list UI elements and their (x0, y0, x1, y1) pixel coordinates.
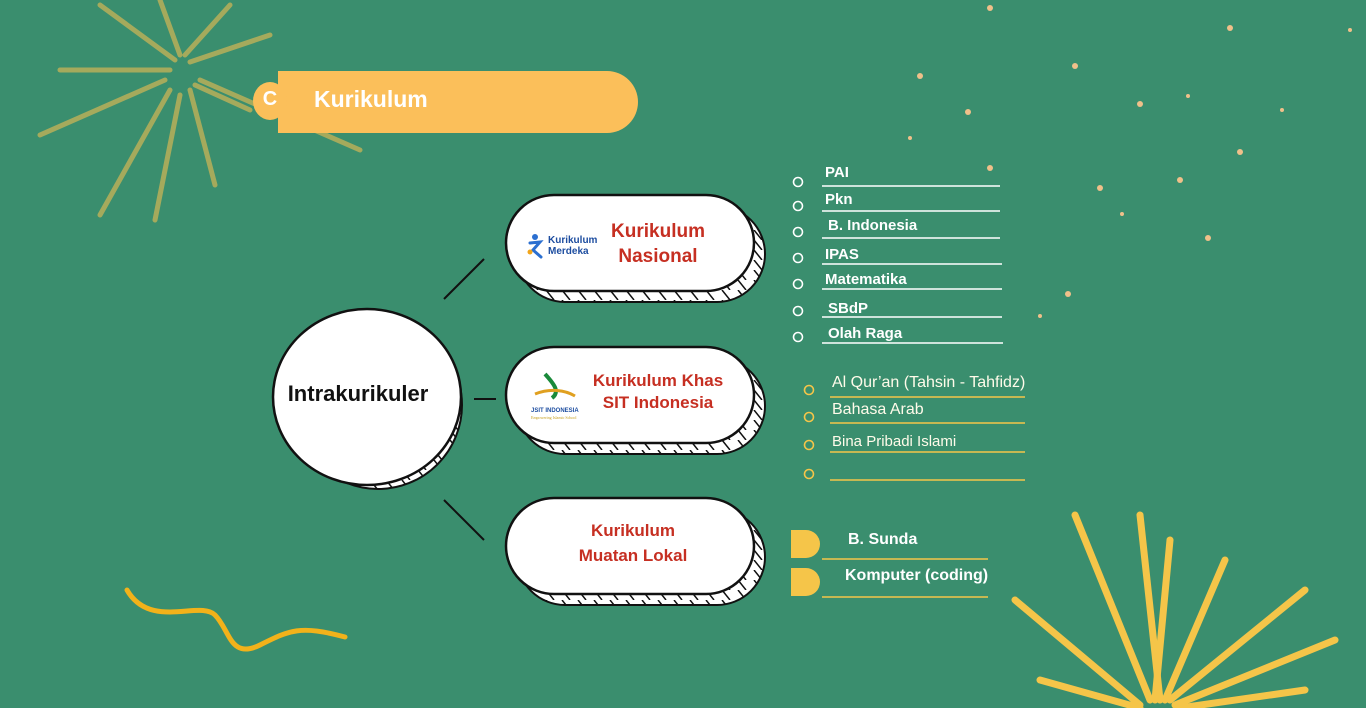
nasional-item: Olah Raga (828, 325, 903, 342)
logo-line-2: Merdeka (548, 246, 589, 257)
root-node-label: Intrakurikuler (287, 381, 429, 406)
nasional-item: SBdP (828, 300, 869, 317)
root-node (271, 307, 463, 490)
nasional-item: Pkn (825, 191, 853, 208)
svg-text:JSIT INDONESIA: JSIT INDONESIA (531, 408, 579, 414)
firework-bottom-right-decoration (1011, 511, 1339, 708)
jsit-indonesia-logo: JSIT INDONESIA Empowering Islamic School (531, 372, 579, 420)
section-title-bar (278, 71, 638, 133)
nasional-item: B. Indonesia (828, 217, 918, 234)
khas-item: Bahasa Arab (832, 401, 924, 418)
nasional-item: PAI (825, 164, 849, 181)
sparkles-decoration (908, 5, 1352, 318)
section-title: Kurikulum (314, 86, 428, 112)
lokal-item: B. Sunda (848, 531, 918, 548)
kurikulum-merdeka-logo (527, 234, 544, 259)
node-lokal-label-line-1: Kurikulum (590, 521, 676, 540)
section-badge-letter: C (262, 88, 278, 110)
lokal-item: Komputer (coding) (845, 567, 989, 584)
connector-lokal (443, 499, 485, 541)
section-badge: C (253, 82, 287, 120)
nasional-list-decoration (792, 176, 1003, 344)
node-lokal-label-line-2: Muatan Lokal (578, 545, 688, 565)
khas-list-decoration (803, 384, 1025, 481)
node-nasional-shape (504, 193, 766, 303)
node-lokal-label: Kurikulum Muatan Lokal (558, 519, 708, 568)
node-nasional-label: Kurikulum Nasional (590, 220, 726, 269)
node-lokal-shape (504, 496, 766, 606)
connector-nasional (443, 258, 485, 300)
logo-line-1: Kurikulum (548, 235, 598, 246)
node-nasional-label-line-2: Nasional (618, 245, 698, 267)
squiggle-decoration (124, 587, 348, 652)
nasional-item: IPAS (825, 246, 859, 263)
kurikulum-merdeka-logo-text: Kurikulum Merdeka (548, 235, 597, 257)
lokal-list-decoration (791, 530, 988, 598)
firework-top-left-decoration (37, 0, 363, 223)
node-khas-shape (504, 345, 766, 455)
node-khas-label-line-2: SIT Indonesia (602, 393, 714, 413)
khas-item: Bina Pribadi Islami (832, 433, 957, 450)
svg-text:Empowering Islamic School: Empowering Islamic School (531, 415, 577, 420)
node-khas-label-line-1: Kurikulum Khas (592, 371, 724, 390)
node-khas-label: Kurikulum Khas SIT Indonesia (578, 370, 738, 414)
khas-item: Al Qur’an (Tahsin - Tahfidz) (832, 374, 1026, 391)
node-nasional-label-line-1: Kurikulum (611, 221, 705, 242)
nasional-item: Matematika (825, 271, 907, 288)
